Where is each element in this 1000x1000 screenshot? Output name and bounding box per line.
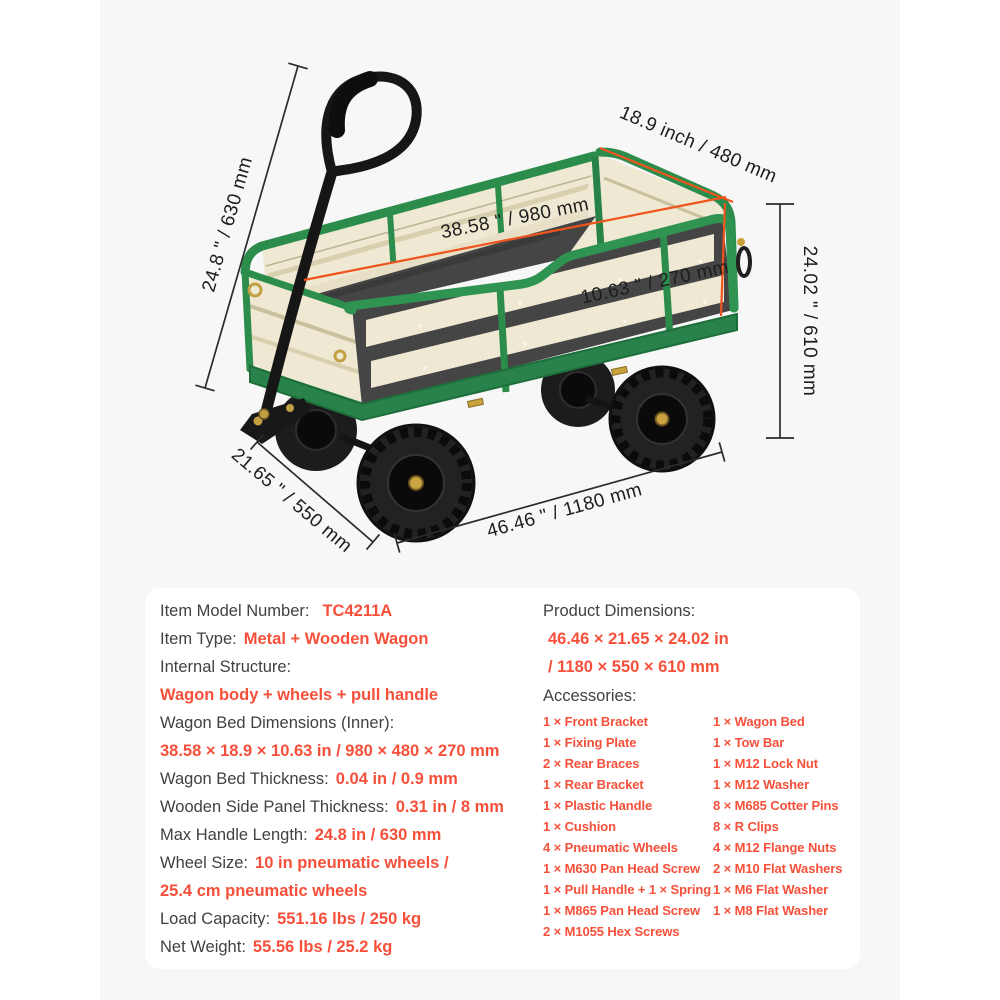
accessory-item: 1 × Fixing Plate bbox=[543, 735, 637, 750]
spec-label: Wheel Size: bbox=[160, 854, 249, 872]
spec-label: Wagon Bed Dimensions (Inner): bbox=[160, 714, 395, 732]
spec-row-panel-thickness: Wooden Side Panel Thickness: 0.31 in / 8 … bbox=[160, 793, 542, 821]
spec-row-bed-dims: Wagon Bed Dimensions (Inner): bbox=[160, 709, 542, 737]
spec-value: TC4211A bbox=[322, 602, 393, 620]
accessory-item: 1 × Wagon Bed bbox=[713, 714, 805, 729]
accessories-label: Accessories: bbox=[543, 687, 637, 705]
spec-label: Max Handle Length: bbox=[160, 826, 308, 844]
spec-row-model: Item Model Number: TC4211A bbox=[160, 597, 542, 625]
accessory-item bbox=[713, 921, 853, 942]
spec-value: 55.56 lbs / 25.2 kg bbox=[252, 938, 393, 956]
spec-row-wheel-size-value: 25.4 cm pneumatic wheels bbox=[160, 877, 542, 905]
spec-label: Item Model Number: bbox=[160, 602, 310, 620]
spec-value: 551.16 lbs / 250 kg bbox=[277, 910, 422, 928]
spec-label: Wagon Bed Thickness: bbox=[160, 770, 329, 788]
accessory-item: 1 × Front Bracket bbox=[543, 714, 648, 729]
product-dimensions-mm: / 1180 × 550 × 610 mm bbox=[548, 658, 720, 676]
spec-label: Internal Structure: bbox=[160, 658, 292, 676]
spec-row-type: Item Type: Metal + Wooden Wagon bbox=[160, 625, 542, 653]
accessory-item: 1 × M6 Flat Washer bbox=[713, 882, 829, 897]
spec-right-column: Product Dimensions: 46.46 × 21.65 × 24.0… bbox=[543, 597, 853, 942]
accessory-item: 1 × Cushion bbox=[543, 819, 616, 834]
spec-value: 10 in pneumatic wheels / bbox=[255, 854, 449, 872]
accessory-row: 1 × Front Bracket 1 × Wagon Bed bbox=[543, 711, 853, 732]
accessory-item: 1 × M12 Washer bbox=[713, 777, 810, 792]
accessory-row: 1 × Rear Bracket 1 × M12 Washer bbox=[543, 774, 853, 795]
spec-card: Item Model Number: TC4211A Item Type: Meta… bbox=[145, 588, 860, 969]
spec-row-structure: Internal Structure: bbox=[160, 653, 542, 681]
accessory-item: 1 × M12 Lock Nut bbox=[713, 756, 818, 771]
accessory-row: 4 × Pneumatic Wheels 4 × M12 Flange Nuts bbox=[543, 837, 853, 858]
accessory-item: 1 × M630 Pan Head Screw bbox=[543, 861, 701, 876]
accessory-item: 1 × Pull Handle + 1 × Spring bbox=[543, 882, 712, 897]
spec-row-handle-length: Max Handle Length: 24.8 in / 630 mm bbox=[160, 821, 542, 849]
spec-row-bed-dims-value: 38.58 × 18.9 × 10.63 in / 980 × 480 × 27… bbox=[160, 737, 542, 765]
spec-row-wheel-size: Wheel Size: 10 in pneumatic wheels / bbox=[160, 849, 542, 877]
accessory-item: 2 × M10 Flat Washers bbox=[713, 861, 843, 876]
spec-value: 24.8 in / 630 mm bbox=[314, 826, 442, 844]
accessory-item: 1 × Plastic Handle bbox=[543, 798, 653, 813]
spec-row-structure-value: Wagon body + wheels + pull handle bbox=[160, 681, 542, 709]
accessories-list: 1 × Front Bracket 1 × Wagon Bed 1 × Fixin… bbox=[543, 711, 853, 942]
spec-row-bed-thickness: Wagon Bed Thickness: 0.04 in / 0.9 mm bbox=[160, 765, 542, 793]
accessory-item: 1 × Tow Bar bbox=[713, 735, 785, 750]
spec-label: Item Type: bbox=[160, 630, 237, 648]
spec-value: 38.58 × 18.9 × 10.63 in / 980 × 480 × 27… bbox=[160, 742, 500, 760]
spec-value: 0.31 in / 8 mm bbox=[395, 798, 504, 816]
accessory-row: 1 × M630 Pan Head Screw 2 × M10 Flat Wash… bbox=[543, 858, 853, 879]
accessory-item: 2 × Rear Braces bbox=[543, 756, 640, 771]
spec-label: Net Weight: bbox=[160, 938, 246, 956]
product-dimensions-inches: 46.46 × 21.65 × 24.02 in bbox=[548, 630, 729, 648]
accessory-item: 4 × Pneumatic Wheels bbox=[543, 840, 678, 855]
accessory-item: 1 × M8 Flat Washer bbox=[713, 903, 829, 918]
accessory-row: 2 × Rear Braces 1 × M12 Lock Nut bbox=[543, 753, 853, 774]
accessory-row: 1 × M865 Pan Head Screw 1 × M8 Flat Washe… bbox=[543, 900, 853, 921]
accessory-item: 8 × M685 Cotter Pins bbox=[713, 798, 839, 813]
product-dimensions-label: Product Dimensions: bbox=[543, 602, 696, 620]
spec-value: 0.04 in / 0.9 mm bbox=[335, 770, 458, 788]
spec-row-net-weight: Net Weight: 55.56 lbs / 25.2 kg bbox=[160, 933, 542, 961]
spec-value: 25.4 cm pneumatic wheels bbox=[160, 882, 368, 900]
accessory-row: 2 × M1055 Hex Screws bbox=[543, 921, 853, 942]
spec-left-column: Item Model Number: TC4211A Item Type: Meta… bbox=[160, 597, 542, 961]
accessory-row: 1 × Fixing Plate 1 × Tow Bar bbox=[543, 732, 853, 753]
spec-label: Wooden Side Panel Thickness: bbox=[160, 798, 389, 816]
accessory-item: 1 × M865 Pan Head Screw bbox=[543, 903, 701, 918]
spec-value: Metal + Wooden Wagon bbox=[243, 630, 429, 648]
accessory-item: 1 × Rear Bracket bbox=[543, 777, 644, 792]
spec-row-load-capacity: Load Capacity: 551.16 lbs / 250 kg bbox=[160, 905, 542, 933]
spec-value: Wagon body + wheels + pull handle bbox=[160, 686, 439, 704]
accessory-item: 8 × R Clips bbox=[713, 819, 779, 834]
accessory-row: 1 × Plastic Handle 8 × M685 Cotter Pins bbox=[543, 795, 853, 816]
accessory-item: 2 × M1055 Hex Screws bbox=[543, 924, 680, 939]
accessory-item: 4 × M12 Flange Nuts bbox=[713, 840, 837, 855]
spec-label: Load Capacity: bbox=[160, 910, 271, 928]
accessory-row: 1 × Cushion 8 × R Clips bbox=[543, 816, 853, 837]
